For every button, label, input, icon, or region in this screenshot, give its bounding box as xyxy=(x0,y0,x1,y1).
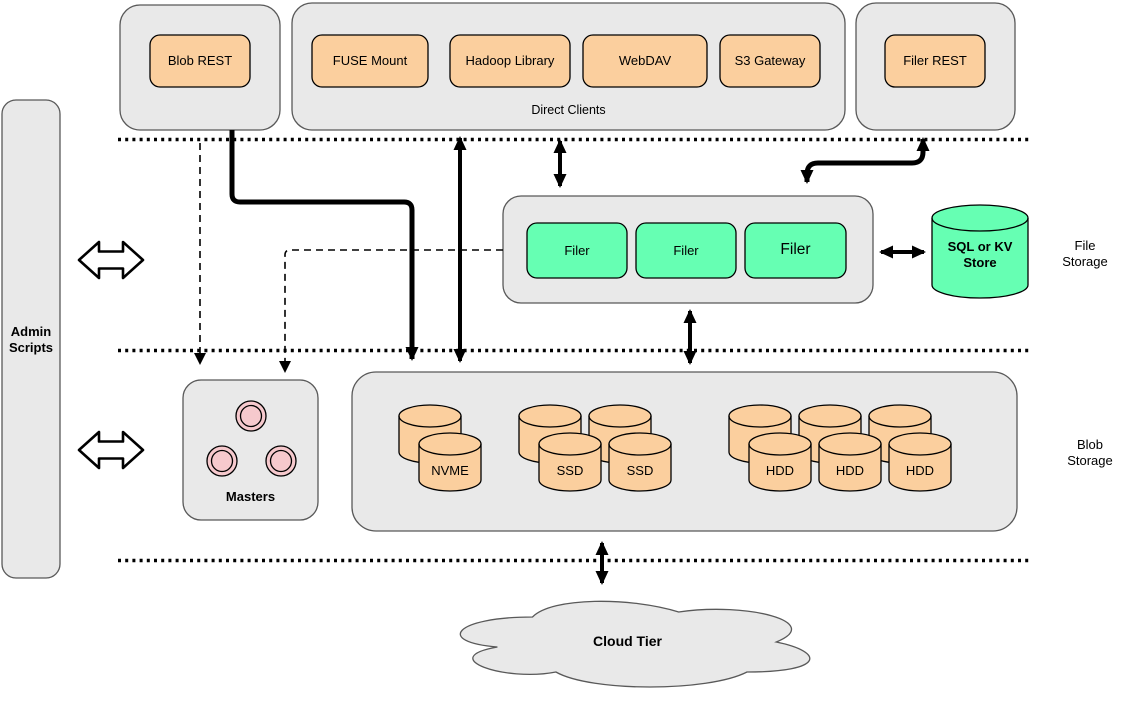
volume-cylinders-front xyxy=(418,432,952,492)
admin-file-storage-double-arrow xyxy=(77,240,145,280)
filer-box-2 xyxy=(635,222,737,279)
filer-label-2: Filer xyxy=(673,242,699,258)
masters-label: Masters xyxy=(225,489,276,505)
filer-box-1 xyxy=(526,222,628,279)
hdd-label-2: HDD xyxy=(835,463,865,479)
cloud-tier-shape xyxy=(459,600,811,688)
blob-rest-box xyxy=(149,34,251,88)
ssd-label-1: SSD xyxy=(556,463,584,479)
admin-blob-storage-double-arrow xyxy=(77,430,145,470)
sql-kv-store-label: SQL or KV Store xyxy=(947,239,1013,270)
file-storage-layer-label: File Storage xyxy=(1062,238,1108,269)
blob-storage-layer-label: Blob Storage xyxy=(1067,437,1113,468)
admin-scripts-label: Admin Scripts xyxy=(8,324,54,355)
fuse-mount-label: FUSE Mount xyxy=(332,53,408,69)
masters-container xyxy=(182,379,319,521)
fuse-mount-box xyxy=(311,34,429,88)
arrow-filer-rest-filer xyxy=(800,137,930,184)
filer-box-3 xyxy=(744,222,847,279)
filer-rest-box xyxy=(884,34,986,88)
master-node-circles xyxy=(206,400,297,477)
webdav-label: WebDAV xyxy=(618,53,672,69)
hdd-label-1: HDD xyxy=(765,463,795,479)
hadoop-library-box xyxy=(449,34,571,88)
webdav-box xyxy=(582,34,708,88)
filer-rest-label: Filer REST xyxy=(903,53,967,69)
s3-gateway-box xyxy=(719,34,821,88)
hadoop-library-label: Hadoop Library xyxy=(465,53,555,69)
hdd-label-3: HDD xyxy=(905,463,935,479)
admin-scripts-bar xyxy=(1,99,61,579)
nvme-label: NVME xyxy=(431,463,469,479)
sql-kv-store-cylinder xyxy=(931,204,1029,299)
ssd-label-2: SSD xyxy=(626,463,654,479)
filer-label-1: Filer xyxy=(564,242,590,258)
filer-label-3: Filer xyxy=(780,241,811,259)
blob-rest-label: Blob REST xyxy=(167,53,233,69)
s3-gateway-label: S3 Gateway xyxy=(734,53,806,69)
arrow-filer-to-masters-dashed xyxy=(279,249,503,373)
cloud-tier-label: Cloud Tier xyxy=(593,632,662,649)
direct-clients-caption: Direct Clients xyxy=(531,102,606,117)
arrow-blob-rest-to-blob-storage xyxy=(229,130,419,361)
